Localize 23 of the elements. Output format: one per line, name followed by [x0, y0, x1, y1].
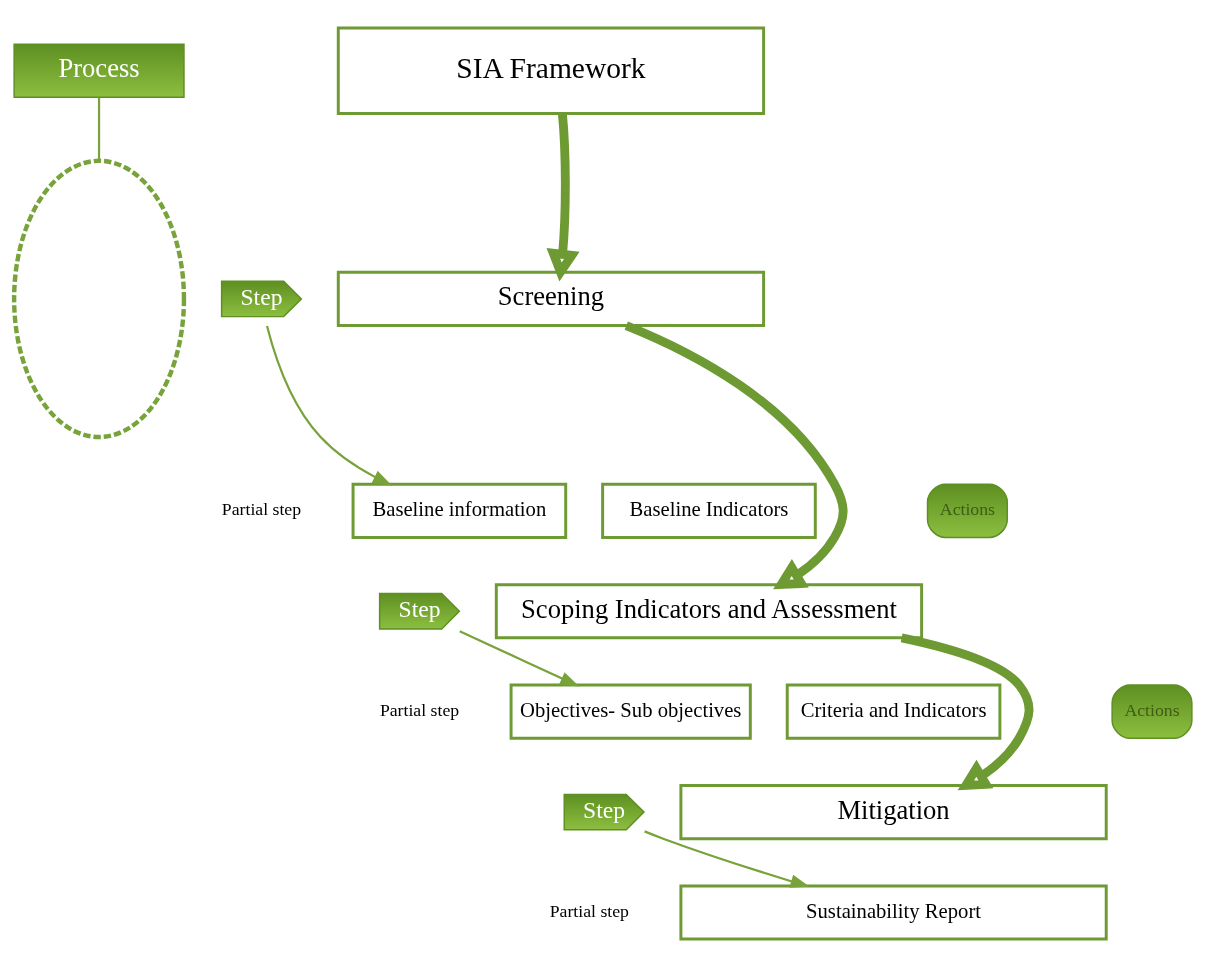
arrow	[900, 633, 1034, 791]
node-ellipse	[11, 158, 187, 440]
arrow	[265, 325, 392, 486]
arrow	[644, 830, 810, 888]
connector	[97, 97, 101, 161]
label: Partial step	[549, 901, 629, 922]
node-box: Criteria and Indicators	[785, 683, 1002, 740]
node-box: Mitigation	[679, 784, 1108, 841]
node-box: SIA Framework	[336, 26, 766, 116]
node-box: Sustainability Report	[679, 884, 1108, 941]
node-box: Screening	[336, 270, 766, 327]
arrow	[459, 630, 580, 687]
node-box: Objectives- Sub objectives	[509, 683, 752, 740]
label: Partial step	[221, 499, 302, 520]
node-box: Scoping Indicators and Assessment	[494, 583, 924, 640]
node-box: Process	[13, 43, 185, 99]
node-box: Baseline Indicators	[601, 482, 817, 539]
node-box: Actions	[926, 483, 1008, 539]
arrow	[624, 321, 848, 590]
arrow	[546, 113, 580, 282]
node-box: Actions	[1111, 684, 1193, 739]
node-box: Baseline information	[351, 482, 568, 539]
label: Partial step	[379, 700, 460, 721]
